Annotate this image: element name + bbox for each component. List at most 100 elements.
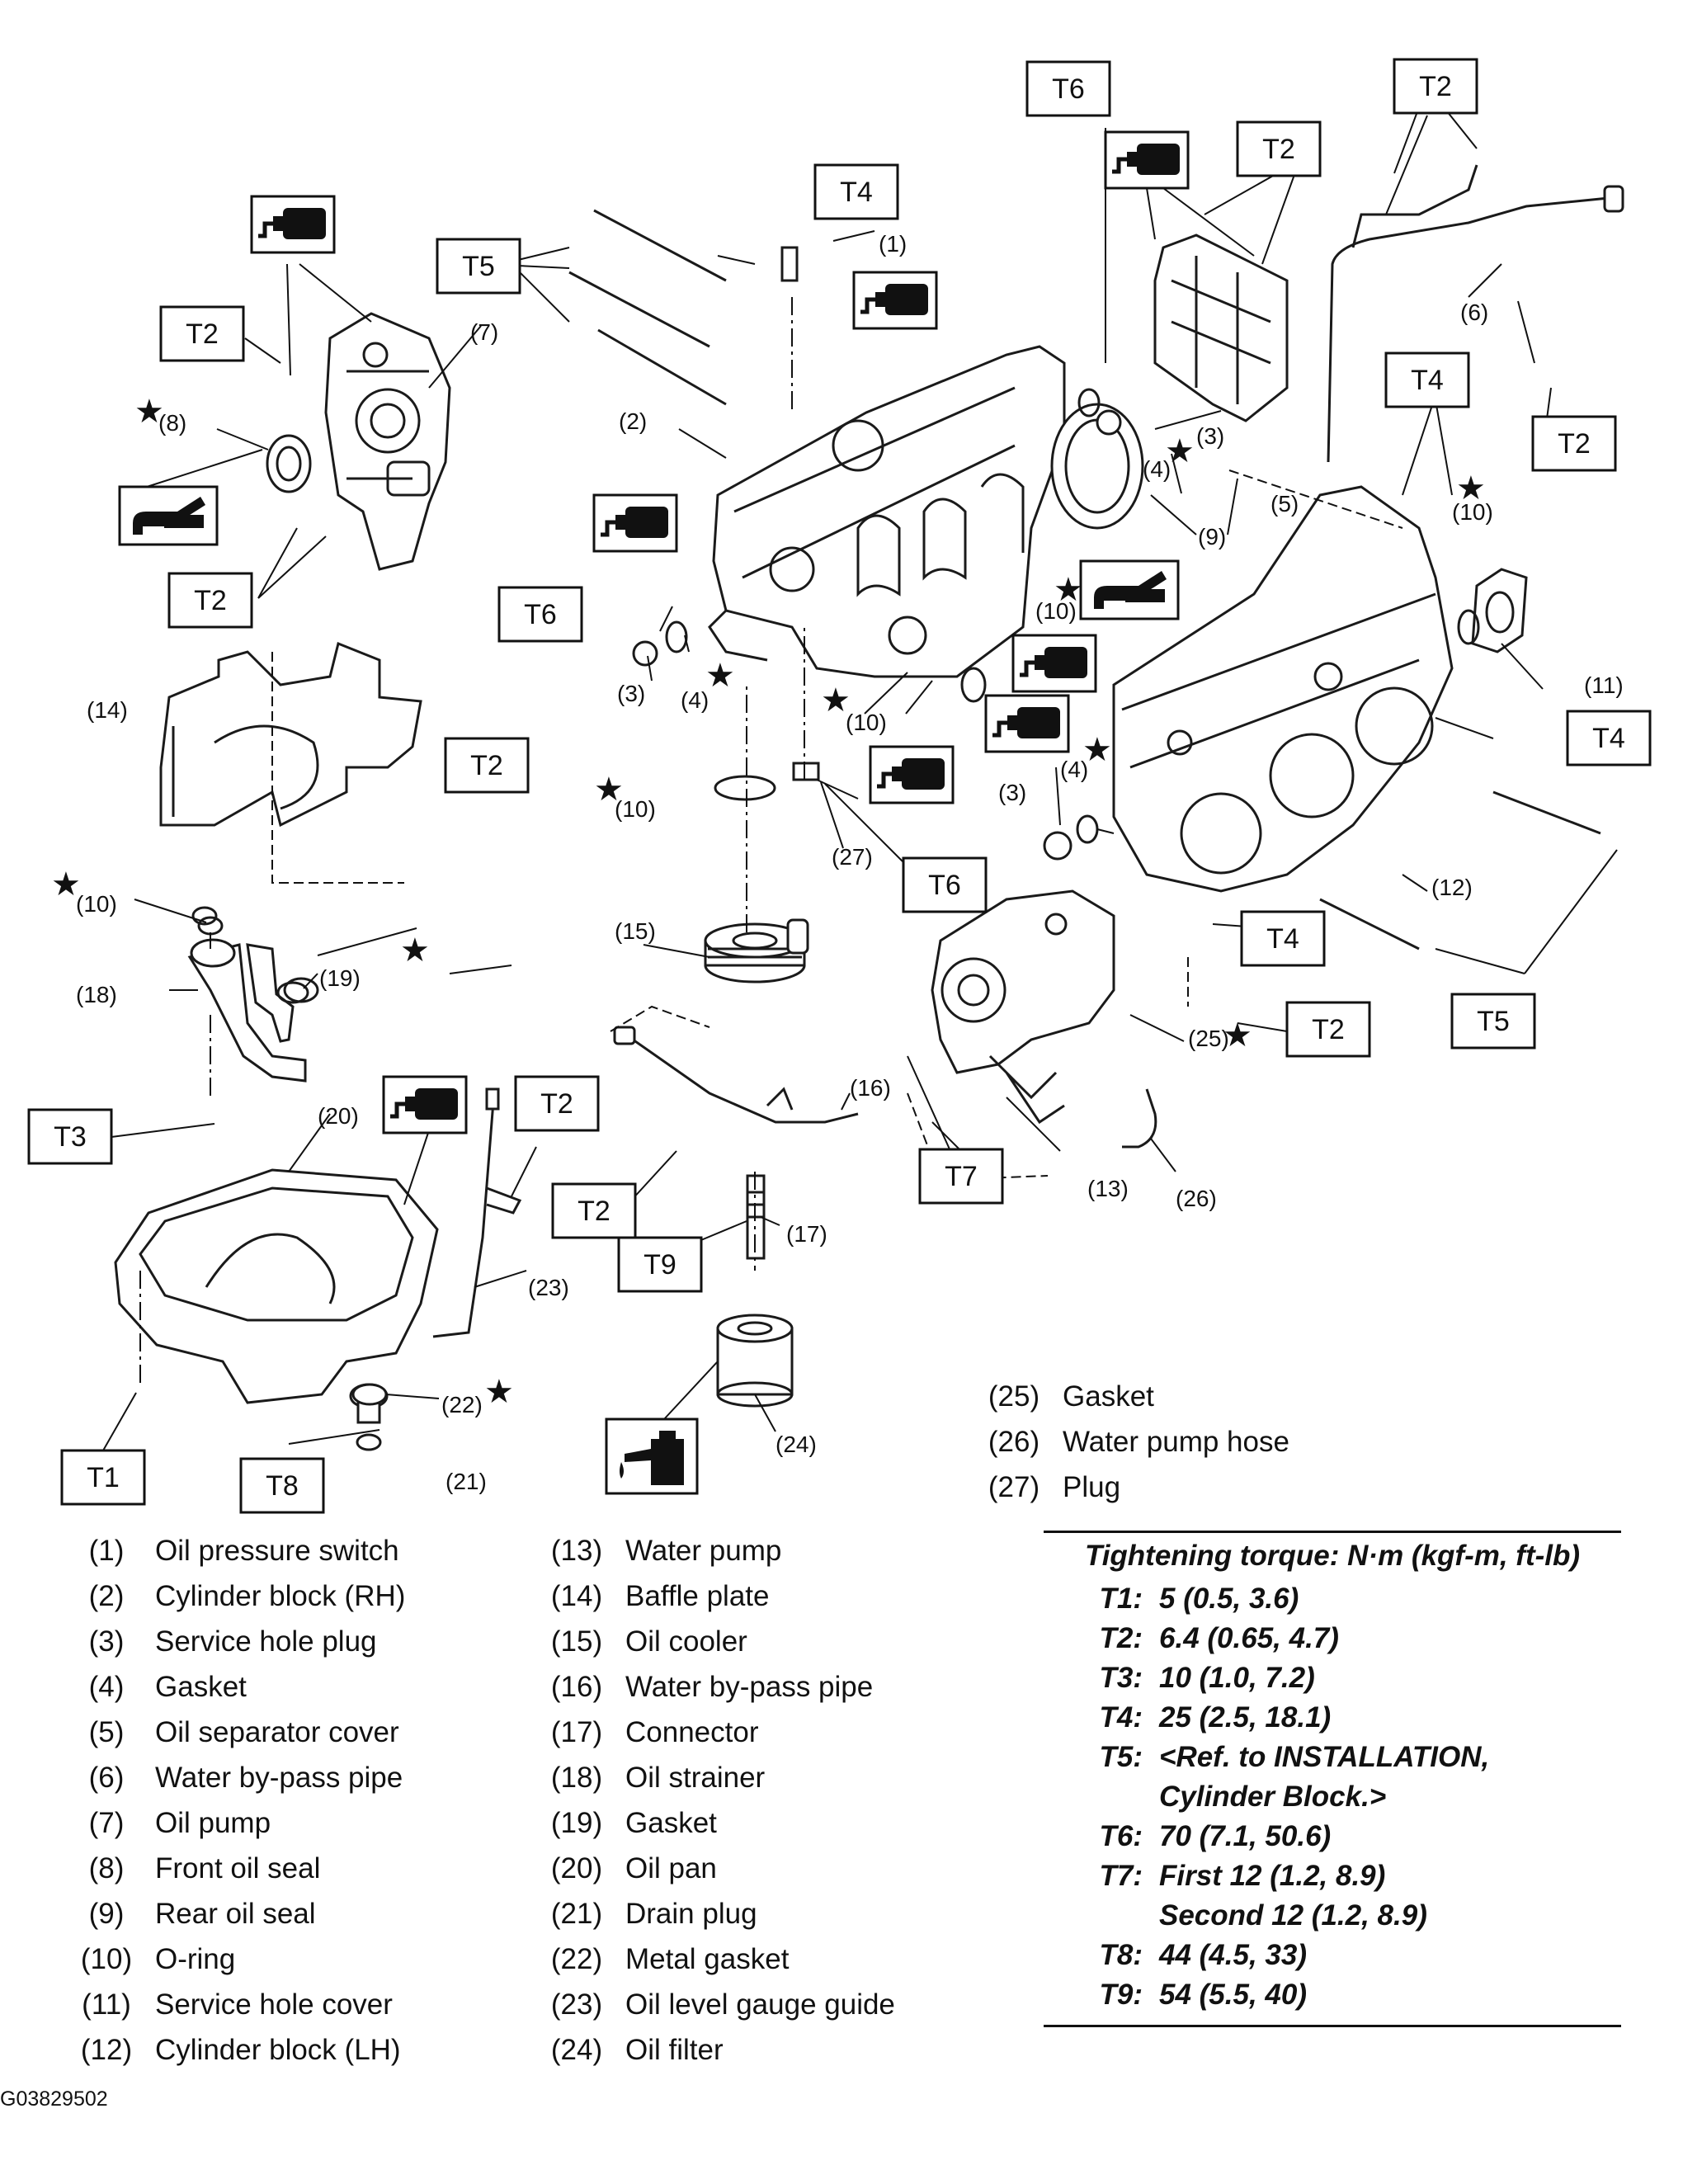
svg-text:T2: T2 <box>186 318 219 350</box>
water-pump-hose-drawing <box>1122 1088 1157 1149</box>
legend-item-number: (2) <box>88 1580 125 1612</box>
legend-item-name: Oil cooler <box>625 1625 747 1658</box>
legend-item: (23) Oil level gauge guide <box>528 1982 895 2027</box>
legend-item-name: Oil pressure switch <box>155 1535 399 1567</box>
callout-t5-top: T5 <box>436 238 521 295</box>
legend-item-number: (7) <box>88 1807 125 1839</box>
legend-item: (27)Plug <box>965 1465 1289 1510</box>
oil-filter-drawing <box>716 1314 794 1408</box>
legend-item-number: (24) <box>550 2034 603 2066</box>
assembly-lines <box>139 297 1403 1386</box>
legend-item: (2)Cylinder block (RH) <box>58 1573 406 1619</box>
legend-item-name: Oil level gauge guide <box>625 1988 895 2021</box>
torque-key: T7: <box>1099 1860 1143 1892</box>
svg-text:T2: T2 <box>1558 428 1591 460</box>
long-bolt-drawings <box>568 209 1601 950</box>
legend-item-name: Water pump hose <box>1063 1426 1289 1458</box>
service-hole-cover-drawing <box>1457 568 1528 653</box>
label-part-10-right: (10) <box>1452 499 1493 525</box>
star-mark: ★ <box>1054 571 1083 609</box>
water-bypass-pipe-lower-drawing <box>613 1026 859 1124</box>
torque-row: T3: 10 (1.0, 7.2) <box>1044 1658 1621 1698</box>
legend-item-number: (3) <box>88 1625 125 1658</box>
label-part-17: (17) <box>786 1221 827 1247</box>
oil-cooler-drawing <box>704 918 809 984</box>
callout-t4-right: T4 <box>1384 351 1470 408</box>
legend-item-number: (19) <box>550 1807 603 1839</box>
legend-item: (26) Water pump hose <box>965 1419 1289 1465</box>
callout-t6-left: T6 <box>497 586 583 643</box>
torque-title: Tightening torque: N·m (kgf-m, ft-lb) <box>1084 1540 1581 1572</box>
legend-item: (19)Gasket <box>528 1800 895 1846</box>
svg-text:T5: T5 <box>1477 1006 1510 1037</box>
legend-item-name: Oil pan <box>625 1852 717 1884</box>
legend-item-number: (26) <box>988 1426 1040 1458</box>
torque-value: <Ref. to INSTALLATION, Cylinder Block.> <box>1159 1741 1490 1813</box>
parts-legend-col3: (25)Gasket (26) Water pump hose (27)Plug <box>965 1374 1289 1510</box>
torque-row: T7:First 12 (1.2, 8.9) Second 12 (1.2, 8… <box>1044 1856 1621 1936</box>
svg-text:T2: T2 <box>540 1088 573 1120</box>
callout-t4-top: T4 <box>813 163 899 220</box>
torque-top-rule <box>1044 1531 1621 1533</box>
water-bypass-pipe-upper-drawing <box>1327 164 1624 463</box>
oil-pressure-switch-drawing <box>780 246 799 282</box>
torque-row: T1:5 (0.5, 3.6) <box>1044 1579 1621 1619</box>
leader-lines <box>102 106 1618 1451</box>
callout-t2-gauge: T2 <box>514 1075 600 1132</box>
legend-item-name: Oil pump <box>155 1807 271 1839</box>
torque-row: T5:<Ref. to INSTALLATION, Cylinder Block… <box>1044 1738 1621 1817</box>
torque-value: 70 (7.1, 50.6) <box>1159 1820 1332 1852</box>
star-mark: ★ <box>134 393 164 431</box>
legend-item-number: (9) <box>88 1898 125 1930</box>
callout-t9: T9 <box>617 1236 703 1293</box>
legend-item: (10)O-ring <box>58 1936 405 1982</box>
star-mark: ★ <box>1223 1017 1252 1054</box>
legend-item-number: (23) <box>550 1988 603 2021</box>
label-part-7: (7) <box>470 319 498 345</box>
star-mark: ★ <box>705 657 735 695</box>
legend-item-name: Oil strainer <box>625 1762 766 1794</box>
svg-text:T8: T8 <box>266 1470 299 1502</box>
label-part-13: (13) <box>1087 1176 1129 1201</box>
label-part-4-top: (4) <box>1143 456 1171 482</box>
callout-t2-baffle: T2 <box>444 737 530 794</box>
legend-item-number: (6) <box>88 1762 125 1794</box>
rear-oil-seal-drawing <box>1050 403 1144 530</box>
o-ring-and-gasket-drawings <box>197 388 1101 1004</box>
legend-item-name: Water by-pass pipe <box>155 1762 403 1794</box>
svg-text:T2: T2 <box>1262 134 1295 165</box>
callout-t8: T8 <box>239 1457 325 1514</box>
torque-row: T2:6.4 (0.65, 4.7) <box>1044 1619 1621 1658</box>
torque-key: T3: <box>1099 1662 1143 1694</box>
legend-item-number: (15) <box>550 1625 603 1658</box>
legend-item-name: Water by-pass pipe <box>625 1671 874 1703</box>
sealant-tube-icon <box>252 196 334 252</box>
sealant-tube-icon <box>870 747 953 803</box>
callout-t2-pipe: T2 <box>1393 58 1478 115</box>
svg-text:T7: T7 <box>945 1161 978 1192</box>
svg-text:T6: T6 <box>928 870 961 901</box>
star-mark: ★ <box>1082 731 1112 769</box>
star-mark: ★ <box>594 771 624 809</box>
legend-item-name: Gasket <box>155 1671 247 1703</box>
svg-text:T4: T4 <box>1411 365 1444 396</box>
svg-text:T2: T2 <box>578 1196 610 1227</box>
label-part-25: (25) <box>1188 1026 1229 1051</box>
callout-t2-bypass: T2 <box>551 1182 637 1239</box>
legend-item: (16)Water by-pass pipe <box>528 1664 895 1710</box>
legend-item: (15) Oil cooler <box>528 1619 895 1664</box>
oil-pan-drawing <box>114 1168 439 1404</box>
torque-key: T2: <box>1099 1622 1143 1654</box>
torque-row: T9:54 (5.5, 40) <box>1044 1975 1621 2015</box>
legend-item: (21)Drain plug <box>528 1891 895 1936</box>
torque-value: 5 (0.5, 3.6) <box>1159 1583 1299 1615</box>
torque-value: 10 (1.0, 7.2) <box>1159 1662 1315 1694</box>
svg-text:T6: T6 <box>1052 73 1085 105</box>
legend-item: (25)Gasket <box>965 1374 1289 1419</box>
cylinder-block-lh-drawing <box>1112 485 1454 893</box>
svg-text:T9: T9 <box>644 1249 676 1281</box>
legend-item-number: (14) <box>550 1580 603 1612</box>
legend-item: (22)Metal gasket <box>528 1936 895 1982</box>
svg-text:T4: T4 <box>1266 923 1299 955</box>
